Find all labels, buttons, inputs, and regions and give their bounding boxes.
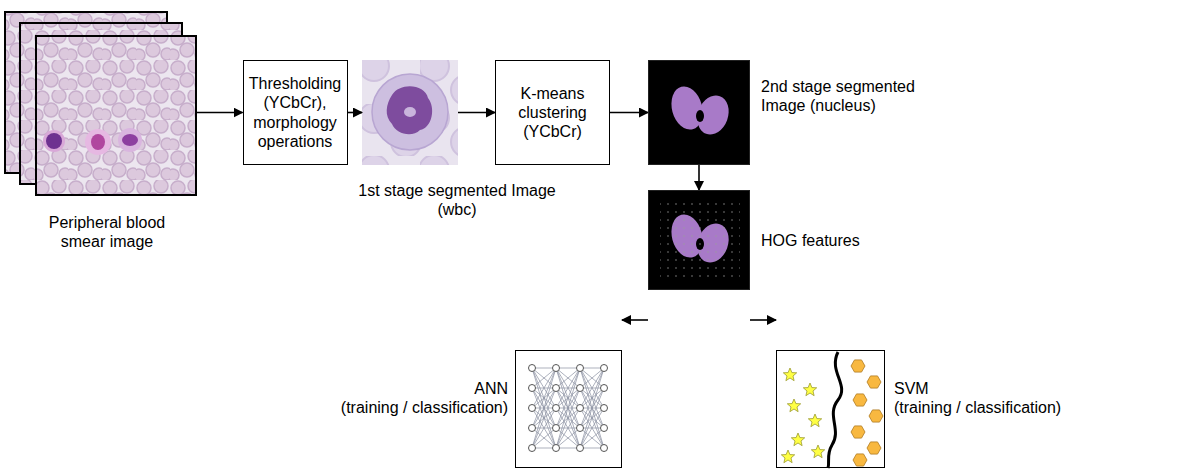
class-hexagon (851, 360, 865, 372)
class-hexagon (853, 394, 867, 406)
flow-arrow (750, 319, 776, 321)
image-caption: ANN(training / classification) (268, 379, 508, 417)
result-image: 2nd stage segmented Image (nucleus) (648, 60, 750, 165)
flow-arrow (622, 319, 648, 321)
classifier-box: SVM(training / classification) (776, 350, 885, 468)
class-star (811, 445, 824, 458)
classifier-box: ANN(training / classification) (515, 350, 622, 468)
class-star (787, 399, 800, 412)
caption-text: SVM (894, 379, 1134, 398)
image-caption: Peripheral blood smear image (32, 213, 182, 251)
wbc-cytoplasm (372, 74, 448, 150)
smear-image (35, 35, 197, 196)
class-star (791, 433, 804, 446)
class-star (781, 450, 794, 463)
class-hexagon (869, 410, 883, 422)
flow-arrow (458, 112, 495, 114)
nucleus-image (648, 60, 750, 165)
class-star (808, 414, 821, 427)
wbc-image (362, 60, 458, 165)
wbc-nucleus (91, 134, 105, 150)
class-hexagon (867, 376, 881, 388)
image-caption: 1st stage segmented Image (wbc) (357, 181, 557, 219)
image-caption: 2nd stage segmented Image (nucleus) (761, 77, 946, 115)
class-star (803, 383, 816, 396)
nucleus-spot (404, 107, 416, 117)
network-layer (601, 365, 608, 452)
hog-grid (660, 200, 740, 280)
caption-text: HOG features (761, 231, 921, 250)
result-image: 1st stage segmented Image (wbc) (362, 60, 458, 165)
decision-boundary (828, 352, 842, 468)
process-box: K-means clustering (YCbCr) (495, 60, 610, 165)
class-star (783, 368, 796, 381)
process-box: Thresholding (YCbCr), morphology operati… (243, 60, 348, 165)
nucleus-gap (696, 110, 704, 122)
caption-text: Peripheral blood smear image (32, 213, 182, 251)
box-label: Thresholding (YCbCr), morphology operati… (247, 74, 344, 151)
box-label: K-means clustering (YCbCr) (499, 84, 606, 142)
wbc-nucleus (46, 133, 62, 149)
class-hexagon (851, 426, 865, 438)
caption-text: 1st stage segmented Image (wbc) (357, 181, 557, 219)
network-layer (553, 365, 560, 452)
nucleus-lobe (692, 91, 734, 139)
image-caption: SVM(training / classification) (894, 379, 1134, 417)
image-caption: HOG features (761, 231, 921, 250)
flow-arrow (610, 112, 648, 114)
wbc-nucleus (122, 134, 138, 146)
wbc-nucleus (387, 86, 432, 134)
caption-text: 2nd stage segmented Image (nucleus) (761, 77, 946, 115)
flow-arrow (698, 165, 700, 190)
wbc-cell (85, 129, 111, 155)
network-layer (529, 365, 536, 452)
caption-text: (training / classification) (268, 398, 508, 417)
feature-image: HOG features (648, 190, 750, 290)
input-image-stack: Peripheral blood smear image (35, 35, 197, 196)
network-layer (577, 365, 584, 452)
caption-text: (training / classification) (894, 398, 1134, 417)
wbc-cell (43, 130, 65, 152)
class-hexagon (853, 454, 867, 466)
flow-arrow (348, 112, 363, 114)
class-hexagon (867, 442, 881, 454)
hog-image (648, 190, 750, 290)
flow-arrow (197, 112, 243, 114)
wbc-cell (118, 128, 142, 152)
caption-text: ANN (268, 379, 508, 398)
